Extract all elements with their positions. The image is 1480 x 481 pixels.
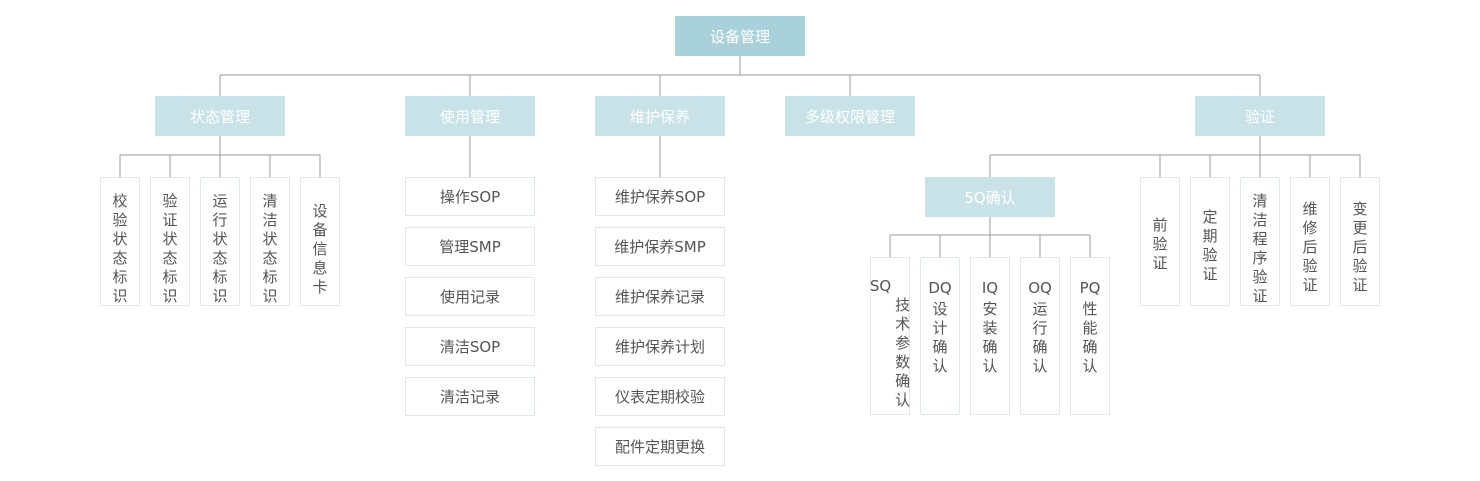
q5-item-code: IQ — [981, 279, 999, 297]
usage-item: 清洁记录 — [405, 377, 535, 416]
maintenance-item: 维护保养计划 — [595, 327, 725, 366]
q5-item-code: DQ — [928, 279, 952, 297]
maintenance-item: 维护保养SOP — [595, 177, 725, 216]
usage-item: 清洁SOP — [405, 327, 535, 366]
category-status: 状态管理 — [155, 96, 285, 136]
q5-node: 5Q确认 — [925, 177, 1055, 217]
q5-item-sq: SQ 技术参数确认 — [870, 257, 910, 415]
q5-item-text: 安装确认 — [982, 300, 998, 375]
q5-item-dq: DQ 设计确认 — [920, 257, 960, 415]
q5-item-oq: OQ 运行确认 — [1020, 257, 1060, 415]
validation-item: 清洁程序验证 — [1240, 177, 1280, 306]
root-node: 设备管理 — [675, 16, 805, 56]
category-permission: 多级权限管理 — [785, 96, 915, 136]
maintenance-item: 仪表定期校验 — [595, 377, 725, 416]
status-item: 清洁状态标识 — [250, 177, 290, 306]
validation-item: 变更后验证 — [1340, 177, 1380, 306]
q5-item-text: 技术参数确认 — [895, 296, 911, 409]
q5-item-code: OQ — [1028, 279, 1052, 297]
q5-item-text: 性能确认 — [1082, 300, 1098, 375]
status-item: 设备信息卡 — [300, 177, 340, 306]
validation-item: 前验证 — [1140, 177, 1180, 306]
status-item: 校验状态标识 — [100, 177, 140, 306]
q5-item-text: 设计确认 — [932, 300, 948, 375]
category-validation: 验证 — [1195, 96, 1325, 136]
usage-item: 操作SOP — [405, 177, 535, 216]
status-item: 运行状态标识 — [200, 177, 240, 306]
usage-item: 管理SMP — [405, 227, 535, 266]
validation-item: 定期验证 — [1190, 177, 1230, 306]
status-item: 验证状态标识 — [150, 177, 190, 306]
q5-item-code: PQ — [1079, 279, 1101, 297]
validation-item: 维修后验证 — [1290, 177, 1330, 306]
q5-item-iq: IQ 安装确认 — [970, 257, 1010, 415]
usage-item: 使用记录 — [405, 277, 535, 316]
category-maintenance: 维护保养 — [595, 96, 725, 136]
maintenance-item: 维护保养SMP — [595, 227, 725, 266]
maintenance-item: 维护保养记录 — [595, 277, 725, 316]
maintenance-item: 配件定期更换 — [595, 427, 725, 466]
q5-item-pq: PQ 性能确认 — [1070, 257, 1110, 415]
q5-item-code: SQ — [869, 277, 892, 295]
q5-item-text: 运行确认 — [1032, 300, 1048, 375]
category-usage: 使用管理 — [405, 96, 535, 136]
